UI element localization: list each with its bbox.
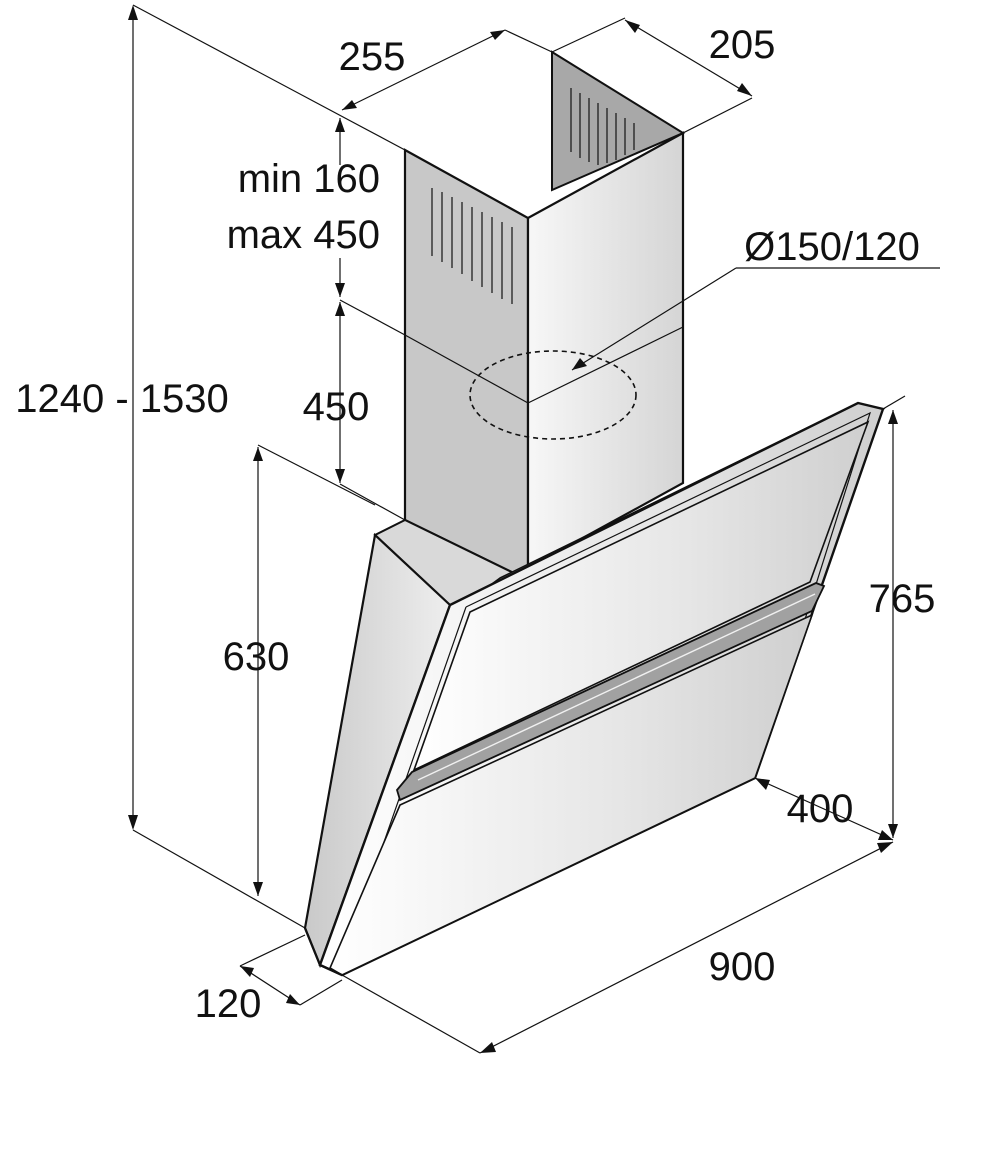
chimney-left-face — [403, 148, 530, 582]
label-chimney-lower-height: 450 — [303, 385, 370, 429]
chimney-side-vents — [431, 188, 513, 304]
canopy-bottom-edge — [303, 927, 343, 977]
duct-outlet-outline — [469, 350, 637, 440]
dimension-lines — [132, 4, 940, 1054]
label-hood-width: 900 — [709, 945, 776, 989]
label-chimney-depth: 205 — [709, 23, 776, 67]
chimney-inner-vents — [570, 88, 635, 165]
control-strip-highlight — [417, 593, 816, 781]
label-front-height: 765 — [869, 577, 936, 621]
dimension-arrowheads — [128, 5, 898, 1053]
chimney-right-face — [526, 131, 685, 570]
label-chimney-extension-min: min 160 — [238, 157, 380, 201]
label-canopy-depth: 400 — [787, 787, 854, 831]
label-bottom-depth: 120 — [195, 982, 262, 1026]
chimney-joint-line-left — [404, 334, 529, 404]
label-overall-height: 1240 - 1530 — [15, 377, 229, 421]
control-strip — [395, 582, 826, 802]
upper-glass-pane — [412, 420, 870, 772]
label-chimney-extension-max: max 450 — [227, 213, 380, 257]
label-chimney-width: 255 — [339, 35, 406, 79]
label-canopy-height: 630 — [223, 635, 290, 679]
chimney-inner-back-panel — [551, 50, 686, 192]
chimney-joint-line-right — [527, 326, 684, 404]
lower-glass-pane — [328, 613, 814, 976]
hood-body — [303, 50, 886, 977]
label-duct-diameter: Ø150/120 — [744, 225, 920, 269]
